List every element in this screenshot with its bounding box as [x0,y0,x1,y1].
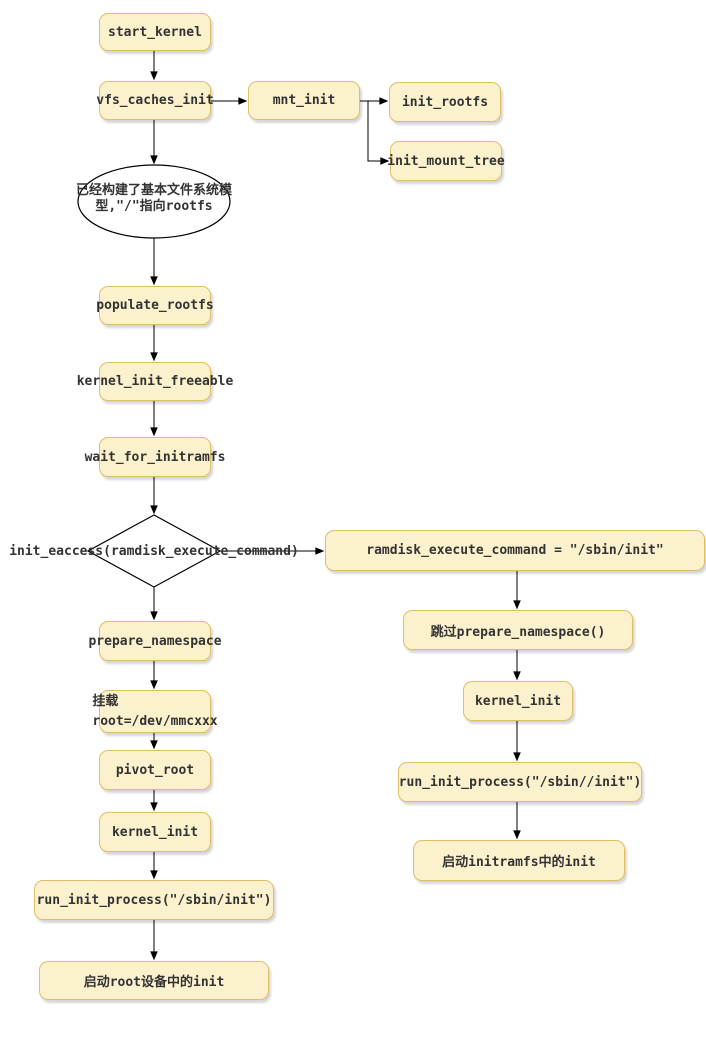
node-populate-rootfs: populate_rootfs [96,286,214,325]
node-mount-root-line1: 挂载 [92,693,119,709]
node-pivot-root: pivot_root [99,750,211,790]
node-mnt-init-label: mnt_init [272,93,336,108]
node-init-rootfs-label: init_rootfs [401,94,489,110]
node-start-kernel: start_kernel [99,13,211,51]
node-vfs-caches-init-label: vfs_caches_init [96,93,214,108]
node-kernel-init-right-label: kernel_init [474,693,562,709]
rootfs-state-label-line1: 已经构建了基本文件系统模 [75,183,232,198]
decision-diamond [86,514,222,588]
node-kernel-init-freeable-label: kernel_init_freeable [76,374,234,389]
node-wait-for-initramfs-label: wait_for_initramfs [84,449,226,465]
node-skip-prepare-namespace-label: 跳过prepare_namespace() [430,624,606,640]
node-ramdisk-execute-command-label: ramdisk_execute_command = "/sbin/init" [366,543,664,558]
node-kernel-init-left-label: kernel_init [111,824,199,840]
node-init-rootfs: init_rootfs [389,82,501,122]
node-mount-root-line2: root=/dev/mmcxxx [92,713,218,729]
node-kernel-init-right: kernel_init [463,681,573,721]
edge-mnt-init-to-init-mount-tree [360,100,390,165]
node-run-init-process-right: run_init_process("/sbin//init") [398,762,642,802]
node-init-mount-tree-label: init_mount_tree [387,153,505,169]
decision-label: init_eaccess(ramdisk_execute_command) [9,544,299,559]
decision-label-text: init_eaccess(ramdisk_execute_command) [9,544,299,559]
node-start-root-init: 启动root设备中的init [39,961,269,1000]
node-mount-root: 挂载 root=/dev/mmcxxx [92,690,218,733]
node-vfs-caches-init: vfs_caches_init [96,81,214,120]
rootfs-state-ellipse [77,164,231,239]
node-kernel-init-left: kernel_init [99,812,211,852]
node-init-mount-tree: init_mount_tree [387,141,505,181]
node-prepare-namespace-label: prepare_namespace [88,633,222,649]
node-start-root-init-label: 启动root设备中的init [83,975,225,990]
node-start-initramfs-init-label: 启动initramfs中的init [442,855,596,870]
node-run-init-process-left: run_init_process("/sbin/init") [34,880,274,920]
node-kernel-init-freeable: kernel_init_freeable [77,362,233,401]
rootfs-state-label: 已经构建了基本文件系统模 型,"/"指向rootfs [74,183,234,215]
node-wait-for-initramfs: wait_for_initramfs [85,437,225,477]
node-mnt-init: mnt_init [248,81,360,120]
rootfs-state-label-line2: 型,"/"指向rootfs [95,199,213,214]
node-prepare-namespace: prepare_namespace [88,621,222,661]
node-run-init-process-right-label: run_init_process("/sbin//init") [398,774,642,790]
node-start-initramfs-init: 启动initramfs中的init [413,840,625,881]
node-ramdisk-execute-command: ramdisk_execute_command = "/sbin/init" [325,530,705,571]
node-start-kernel-label: start_kernel [108,24,202,40]
node-run-init-process-left-label: run_init_process("/sbin/init") [36,892,272,908]
node-populate-rootfs-label: populate_rootfs [96,298,214,313]
node-mount-root-label: 挂载 root=/dev/mmcxxx [92,692,217,732]
node-skip-prepare-namespace: 跳过prepare_namespace() [403,610,633,650]
node-pivot-root-label: pivot_root [115,762,195,778]
